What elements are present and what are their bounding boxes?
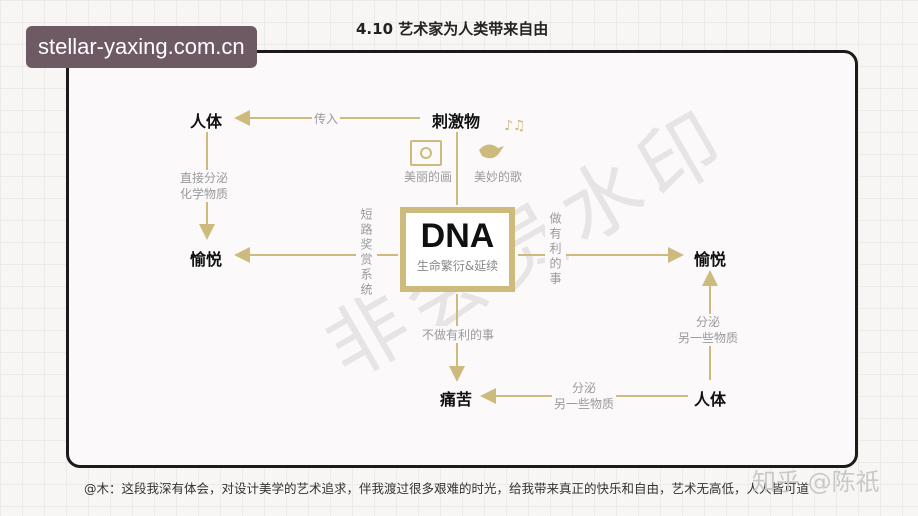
music-notes-icon: ♪♫ — [504, 118, 526, 134]
label-secrete-other-bottom: 分泌 另一些物质 — [552, 380, 617, 412]
node-stimulus: 刺激物 — [432, 112, 481, 131]
node-human-bottom: 人体 — [694, 390, 727, 409]
caption: @木：这段我深有体会，对设计美学的艺术追求，伴我渡过很多艰难的时光，给我带来真正… — [84, 481, 810, 496]
label-beneficial: 做有利的事 — [545, 212, 566, 287]
dna-box: DNA 生命繁衍&延续 — [400, 207, 515, 292]
node-human-top: 人体 — [190, 112, 223, 131]
label-beautiful-song: 美妙的歌 — [472, 168, 525, 185]
label-short-circuit: 短路奖赏系统 — [356, 208, 377, 298]
label-not-beneficial: 不做有利的事 — [420, 326, 497, 343]
node-pain: 痛苦 — [440, 390, 473, 409]
picture-icon — [410, 140, 442, 166]
dna-subtitle: 生命繁衍&延续 — [416, 259, 499, 273]
figure-title: 4.10 艺术家为人类带来自由 — [356, 20, 549, 38]
watermark-tag: stellar-yaxing.com.cn — [26, 26, 257, 68]
label-transmit: 传入 — [312, 110, 341, 127]
label-secrete-chem: 直接分泌 化学物质 — [178, 170, 231, 202]
label-beautiful-painting: 美丽的画 — [402, 168, 455, 185]
label-secrete-other-right: 分泌 另一些物质 — [676, 314, 741, 346]
credit-watermark: 知乎 @陈祇 — [752, 468, 880, 496]
node-pleasure-right: 愉悦 — [694, 250, 727, 269]
bird-icon — [476, 138, 506, 168]
dna-title: DNA — [420, 217, 495, 255]
node-pleasure-left: 愉悦 — [190, 250, 223, 269]
